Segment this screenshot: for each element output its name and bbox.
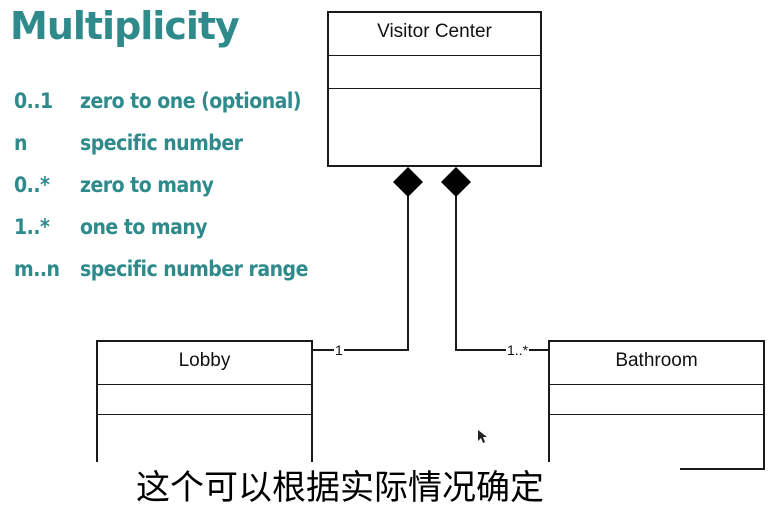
multiplicity-legend: 0..1 zero to one (optional) n specific n… xyxy=(14,80,308,290)
legend-meaning: specific number range xyxy=(80,257,308,281)
video-subtitle: 这个可以根据实际情况确定 xyxy=(0,462,680,514)
legend-meaning: one to many xyxy=(80,215,208,239)
composition-line-bathroom xyxy=(455,196,549,351)
class-name: Lobby xyxy=(98,342,311,385)
multiplicity-label-bathroom: 1..* xyxy=(506,342,530,358)
legend-code: m..n xyxy=(14,257,60,281)
class-attributes xyxy=(550,385,763,415)
composition-line-lobby xyxy=(312,196,409,351)
legend-row: 1..* one to many xyxy=(14,206,308,248)
legend-code: 1..* xyxy=(14,215,50,239)
slide-title: Multiplicity xyxy=(10,4,240,48)
class-visitor-center[interactable]: Visitor Center xyxy=(327,11,542,167)
legend-meaning: zero to many xyxy=(80,173,214,197)
legend-code: 0..1 xyxy=(14,89,53,113)
class-name: Visitor Center xyxy=(329,13,540,56)
legend-meaning: specific number xyxy=(80,131,243,155)
composition-diamond-bathroom xyxy=(441,167,471,197)
legend-row: m..n specific number range xyxy=(14,248,308,290)
mouse-pointer-icon xyxy=(478,430,487,443)
class-bathroom[interactable]: Bathroom xyxy=(548,340,765,470)
legend-row: n specific number xyxy=(14,122,308,164)
composition-diamond-lobby xyxy=(393,167,423,197)
legend-code: 0..* xyxy=(14,173,50,197)
class-attributes xyxy=(98,385,311,415)
legend-row: 0..* zero to many xyxy=(14,164,308,206)
legend-meaning: zero to one (optional) xyxy=(80,89,302,113)
class-attributes xyxy=(329,56,540,89)
multiplicity-label-lobby: 1 xyxy=(334,342,344,358)
class-name: Bathroom xyxy=(550,342,763,385)
legend-code: n xyxy=(14,131,27,155)
legend-row: 0..1 zero to one (optional) xyxy=(14,80,308,122)
